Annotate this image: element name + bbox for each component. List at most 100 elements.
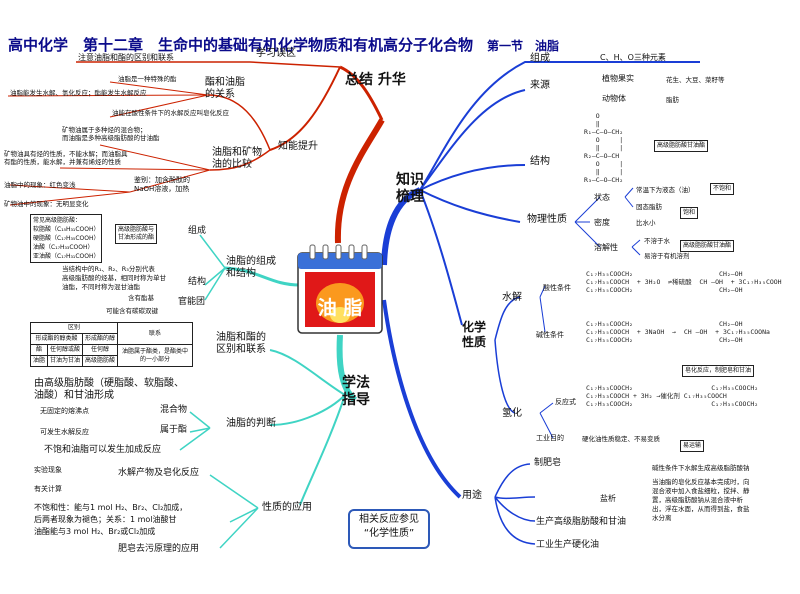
chem-hydrogenation: 氢化 — [502, 408, 522, 419]
center-calendar-icon: 油 脂 — [296, 243, 384, 335]
center-label: 油 脂 — [317, 297, 363, 319]
chem-industry: 工业目的 — [536, 434, 564, 442]
title-main: 高中化学 第十二章 生命中的基础有机化学物质和有机高分子化合物 — [8, 36, 474, 54]
diff-cell-r2c0: 油脂 — [29, 355, 49, 367]
hydrogenation-equation: C₁₇H₃₃COOCH₂ C₁₇H₃₅COOCH₂ C₁₇H₃₃COOCH + … — [586, 384, 759, 408]
app-b: 不饱和性：能与1 mol H₂、Br₂、Cl₂加成， 后两者现象为褪色；关系：1… — [34, 503, 188, 536]
app-a-item-1: 实验现象 — [34, 466, 62, 474]
red-line-cmp-c — [129, 169, 211, 193]
diff-cell-r0c1: 形成酯的醇 — [82, 333, 119, 345]
diff-head-1: 区别 — [29, 322, 119, 334]
uses-soap-note: 碱性条件下水解生成高级脂肪酸钠 — [652, 464, 750, 472]
app-c: 肥皂去污原理的应用 — [118, 544, 200, 554]
uses-produce: 生产高级脂肪酸和甘油 — [536, 517, 627, 527]
comp-list: 常见高级脂肪酸： 软脂酸（C₁₅H₃₁COOH） 硬脂酸（C₁₇H₃₅COOH）… — [30, 214, 103, 263]
node-composition: 组成 — [530, 53, 550, 64]
blue-line-phys-sub — [574, 196, 601, 248]
node-diff: 油脂和酯的 区别和联系 — [216, 332, 266, 355]
sol-note: 高级脂肪酸甘油酯 — [680, 240, 735, 252]
blue-line-hydro-sub — [539, 285, 546, 333]
structure-note: 高级脂肪酸甘油酯 — [654, 140, 709, 152]
node-knowledge: 知识 梳理 — [396, 172, 424, 205]
group-a: 含有酯基 — [128, 294, 154, 302]
node-judge: 油脂的判断 — [226, 418, 276, 429]
state-solid-note: 饱和 — [680, 207, 699, 219]
red-line-improve — [269, 66, 341, 151]
teal-line-comp — [224, 266, 301, 287]
struct-text: 当结构中的R₁、R₂、R₃分别代表 高级脂肪酸的烃基，相同时称为单甘 油酯，不同… — [62, 265, 166, 291]
rel-item-2: 油脂能发生水解、氢化反应；酯能发生水解反应 — [10, 89, 147, 97]
node-method: 学法 指导 — [342, 375, 370, 408]
density-value: 比水小 — [636, 219, 656, 227]
note-text: 相关反应参见 “化学性质” — [359, 514, 419, 539]
chem-alkali: 碱性条件 — [536, 331, 564, 339]
uses-soap: 制肥皂 — [534, 458, 562, 468]
comp-sub: 组成 — [188, 226, 207, 236]
red-branch-summary — [339, 65, 384, 121]
page-title: 高中化学 第十二章 生命中的基础有机化学物质和有机高分子化合物第一节 油脂 — [8, 34, 559, 55]
node-misunderstanding: 学习误区 — [256, 48, 296, 59]
diff-table: 区别 联系 形成酯的醇类酸 形成酯的醇 酯 任何醇或酸 任何醇 油脂属于酯类，是… — [29, 322, 194, 367]
teal-branch-main — [336, 334, 358, 403]
diff-cell-r1c3: 油脂属于酯类，是酯类中的一小部分 — [117, 344, 194, 367]
red-branch-main — [334, 118, 385, 244]
judge-b-text: 可发生水解反应 — [40, 428, 89, 436]
teal-line-comp-sub — [199, 234, 226, 301]
node-rel: 酯和油脂 的关系 — [205, 77, 245, 100]
red-line-cmp-a — [99, 144, 211, 171]
identify-note: 鉴别：加含酚酞的 NaOH溶液，加热 — [134, 176, 190, 193]
blue-line-sol-sub — [631, 239, 641, 256]
judge-a: 混合物 — [160, 405, 188, 415]
struct-sub: 结构 — [188, 277, 207, 287]
source-animal-examples: 脂肪 — [666, 96, 679, 104]
diff-cell-r1c2: 任何醇 — [82, 344, 119, 356]
blue-line-uses — [382, 299, 462, 499]
teal-line-app-sub — [209, 474, 259, 549]
composition-value: C、H、O三种元素 — [600, 53, 666, 62]
diff-head-2: 联系 — [117, 322, 194, 345]
title-section: 第一节 油脂 — [487, 39, 560, 53]
group-b: 可能含有碳碳双键 — [106, 307, 158, 315]
blue-line-uses-sub — [494, 463, 536, 545]
uses-salting: 盐析 — [600, 494, 616, 503]
cmp-item-2: 矿物油具有烃的性质，不能水解；而油脂具 有酯的性质，能水解，并兼有烯烃的性质 — [4, 150, 128, 166]
rel-item-3: 油能在酸性条件下的水解反应叫皂化反应 — [112, 109, 229, 117]
diff-cell-r0c0: 形成酯的醇类酸 — [29, 333, 84, 345]
see-chemical-note: 相关反应参见 “化学性质” — [348, 509, 430, 549]
teal-line-diff — [269, 349, 346, 396]
identify-a: 油脂中的现象：红色变浅 — [4, 181, 76, 189]
chem-reaction: 反应式 — [555, 398, 576, 406]
teal-line-judge — [269, 394, 346, 426]
uses-salting-text: 当油脂的皂化反应基本完成时，向 混合液中加入食盐细粒，搅拌、静 置，高级脂肪酸钠… — [652, 478, 750, 522]
judge-c: 不饱和油脂可以发生加成反应 — [44, 445, 162, 455]
blue-line-chemical — [419, 189, 463, 326]
red-line-rel-c — [109, 94, 209, 118]
chem-acid: 酸性条件 — [543, 284, 571, 292]
blue-branch-main — [381, 187, 422, 266]
blue-line-hydrogen-sub — [539, 402, 554, 439]
node-physical: 物理性质 — [527, 214, 567, 225]
node-app: 性质的应用 — [262, 502, 312, 513]
acid-equation: C₁₇H₃₅COOCH₂ CH₂—OH C₁₇H₃₅COOCH + 3H₂O ⇌… — [586, 270, 782, 294]
red-line-rel-a — [109, 81, 209, 96]
state-liquid: 常温下为液态（油） — [636, 186, 695, 194]
node-chemical: 化学 性质 — [462, 320, 487, 349]
node-improve: 知能提升 — [278, 141, 318, 152]
industry-note: 易运输 — [680, 440, 705, 452]
state-solid: 固态脂肪 — [636, 203, 662, 211]
node-structure: 结构 — [530, 156, 550, 167]
red-line-rel — [207, 94, 271, 151]
identify-b: 矿物油中的现象：无明显变化 — [4, 200, 89, 208]
app-a: 水解产物及皂化反应 — [118, 468, 200, 478]
diff-cell-r2c2: 高级脂肪酸 — [82, 355, 119, 367]
mis-item: 注意油脂和酯的区别和联系 — [78, 53, 174, 62]
red-line-cmp — [209, 149, 271, 171]
sol-organic: 易溶于有机溶剂 — [644, 252, 690, 260]
cmp-item-1: 矿物油属于多种烃的混合物； 而油脂是多种高级脂肪酸的甘油酯 — [62, 126, 160, 142]
red-line-identify — [9, 184, 131, 206]
state-liquid-note: 不饱和 — [710, 183, 735, 195]
phys-solubility: 溶解性 — [594, 243, 618, 252]
red-line-cmp-b — [59, 167, 211, 171]
alkali-equation: C₁₇H₃₅COOCH₂ CH₂—OH C₁₇H₃₅COOCH + 3NaOH … — [586, 320, 770, 344]
